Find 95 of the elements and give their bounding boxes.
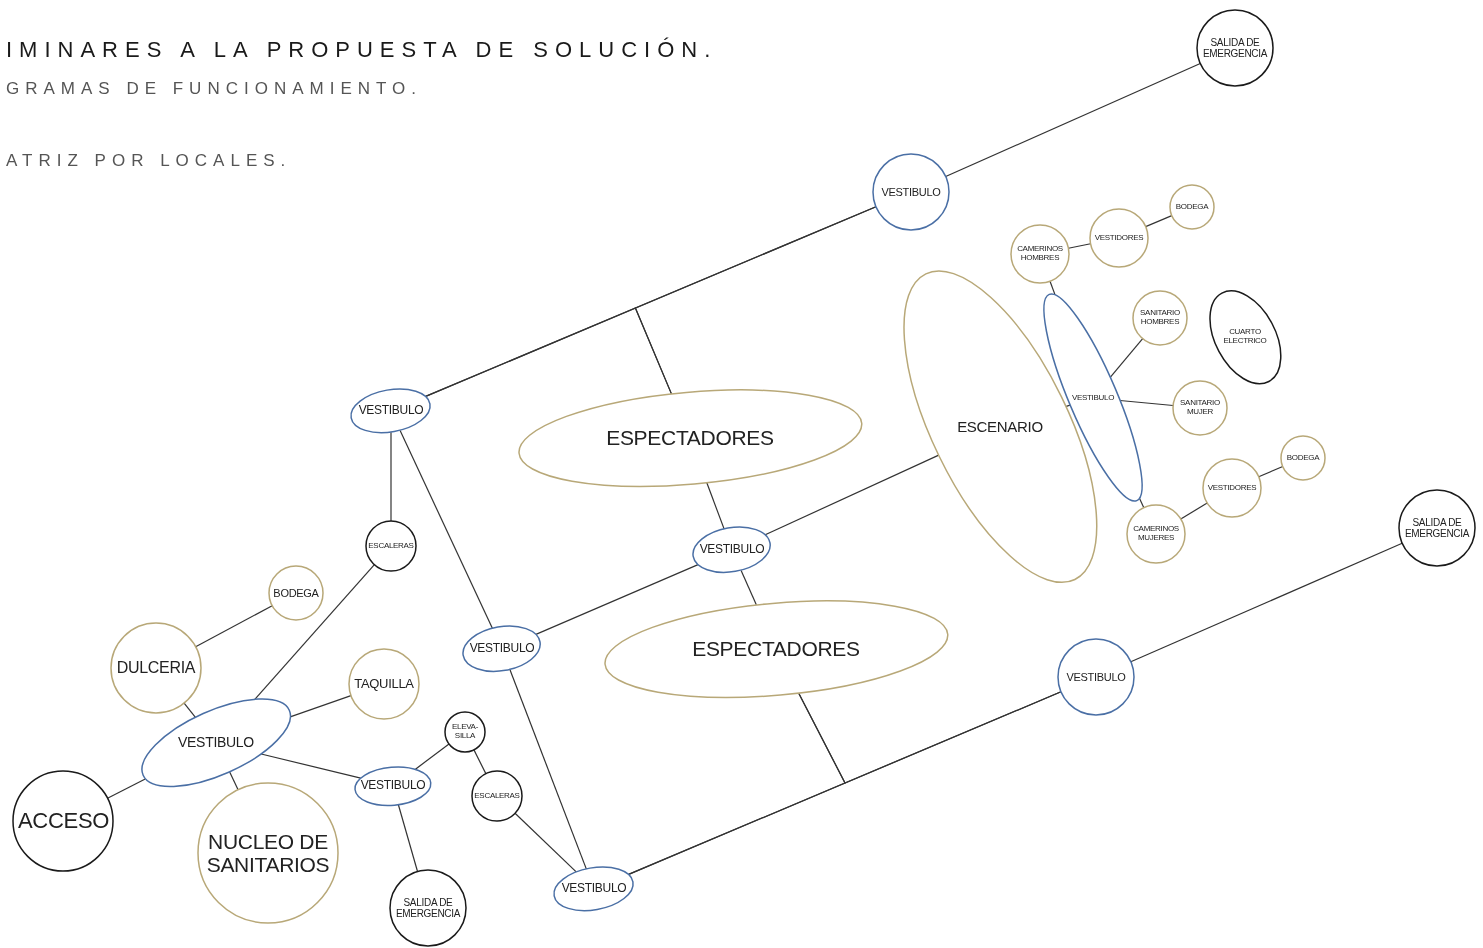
connector-line (509, 669, 587, 870)
circle-node (1090, 209, 1148, 267)
subtitle: ATRIZ POR LOCALES. (6, 151, 292, 171)
node-label: ESCENARIO (957, 418, 1043, 436)
circle-node (349, 649, 419, 719)
connector-line (260, 753, 362, 779)
connector-line (1119, 399, 1174, 407)
connector-line (397, 803, 419, 873)
ellipse-node (554, 867, 634, 911)
circle-node (1011, 225, 1069, 283)
node-label: DULCERIA (116, 659, 196, 677)
connector-line (289, 695, 352, 718)
circle-node (390, 870, 466, 946)
node-label: ESPECTADORES (692, 637, 860, 661)
connector-line (390, 431, 392, 522)
node-label: BODEGA (1286, 453, 1320, 463)
circle-node (198, 783, 338, 923)
ellipse-node (1043, 294, 1142, 502)
circle-node (366, 521, 416, 571)
connector-line (1109, 338, 1144, 379)
ellipse-node (1209, 290, 1281, 384)
connector-line (1138, 497, 1145, 509)
node-label: NUCLEO DE SANITARIOS (205, 829, 331, 877)
node-label: CAMERINOS HOMBRES (1016, 245, 1064, 263)
ellipse-node (518, 389, 862, 487)
node-label: ESCALERAS (474, 791, 520, 801)
connector-line (254, 564, 375, 701)
connector-line (706, 482, 725, 530)
node-label: VESTIDORES (1207, 483, 1257, 493)
circle-node (873, 154, 949, 230)
node-label: SALIDA DE EMERGENCIA (1201, 37, 1269, 59)
node-label: VESTIBULO (178, 735, 254, 751)
circle-node (111, 623, 201, 713)
node-label: ESPECTADORES (606, 426, 774, 450)
node-label: SALIDA DE EMERGENCIA (394, 897, 462, 919)
connector-line (195, 605, 273, 648)
subtitle: GRAMAS DE FUNCIONAMIENTO. (6, 79, 423, 99)
connector-line (399, 429, 494, 630)
circle-node (1133, 291, 1187, 345)
connector-line (414, 743, 450, 770)
node-label: SANITARIO HOMBRES (1139, 309, 1181, 327)
node-label: TAQUILLA (354, 676, 414, 692)
node-label: SANITARIO MUJER (1179, 399, 1221, 417)
ellipse-node (351, 389, 431, 433)
ellipse-node (355, 766, 431, 806)
circle-node (1281, 436, 1325, 480)
node-label: CAMERINOS MUJERES (1132, 525, 1180, 543)
connector-line (1180, 502, 1208, 520)
connector-line (183, 702, 197, 718)
connector-line (1064, 404, 1071, 408)
connector-line (229, 771, 239, 791)
connector-line (945, 62, 1201, 178)
circle-node (1173, 381, 1227, 435)
node-label: ELEVA-SILLA (450, 723, 480, 741)
node-label: VESTIDORES (1094, 233, 1144, 243)
node-label: VESTIBULO (1066, 670, 1126, 684)
connector-line (740, 569, 757, 606)
connector-line (798, 691, 1062, 784)
node-label: SALIDA DE EMERGENCIA (1403, 517, 1471, 539)
node-label: BODEGA (1175, 202, 1209, 212)
connector-line (1258, 465, 1284, 478)
connector-line (514, 812, 578, 873)
connector-line (764, 454, 939, 536)
connector-line (1145, 215, 1173, 228)
node-label: VESTIBULO (360, 779, 426, 793)
node-label: VESTIBULO (699, 543, 765, 557)
circle-node (13, 771, 113, 871)
circle-node (1170, 185, 1214, 229)
connector-line (535, 564, 699, 635)
circle-node (1197, 10, 1273, 86)
circle-node (472, 771, 522, 821)
node-label: BODEGA (273, 586, 319, 600)
ellipse-node (463, 626, 541, 672)
node-label: VESTIBULO (469, 642, 535, 656)
node-label: VESTIBULO (358, 404, 424, 418)
node-label: CUARTO ELECTRICO (1222, 328, 1268, 346)
circle-node (445, 712, 485, 752)
node-label: ACCESO (18, 808, 108, 834)
node-label: ESCALERAS (368, 541, 414, 551)
connector-line (1130, 542, 1403, 663)
node-label: VESTIBULO (1071, 393, 1115, 403)
circle-node (1058, 639, 1134, 715)
node-label: VESTIBULO (881, 185, 941, 199)
circle-node (1399, 490, 1475, 566)
circle-node (1203, 459, 1261, 517)
connector-line (473, 749, 487, 775)
title: IMINARES A LA PROPUESTA DE SOLUCIÓN. (6, 37, 718, 63)
connector-line (106, 778, 146, 799)
circle-node (269, 566, 323, 620)
ellipse-node (604, 600, 948, 698)
ellipse-node (693, 527, 771, 573)
node-label: VESTIBULO (561, 882, 627, 896)
circle-node (1127, 505, 1185, 563)
connector-line (634, 206, 877, 395)
ellipse-node (141, 699, 291, 787)
